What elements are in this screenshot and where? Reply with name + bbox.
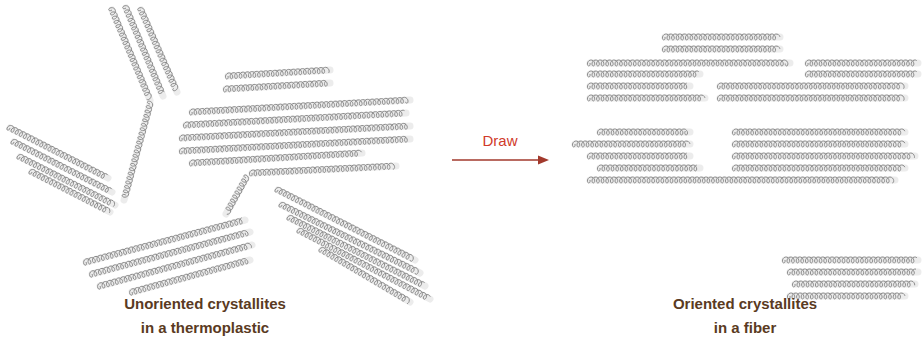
- polymer-chain: [587, 177, 893, 183]
- polymer-chain: [319, 248, 409, 304]
- polymer-chain: [782, 257, 917, 263]
- polymer-chain: [792, 281, 914, 287]
- polymer-chain: [587, 83, 686, 89]
- polymer-chain: [224, 80, 328, 92]
- polymer-chains: [7, 6, 918, 304]
- polymer-chain: [572, 141, 690, 147]
- process-label: Draw: [460, 132, 540, 149]
- polymer-chain: [226, 67, 330, 79]
- polymer-chain: [122, 101, 153, 197]
- figure-caption: Oriented crystallites in a fiber: [668, 292, 822, 340]
- polymer-chain: [587, 95, 705, 101]
- polymer-chain: [287, 216, 425, 287]
- figure-caption: Unoriented crystallites in a thermoplast…: [119, 292, 291, 340]
- draw-arrow-head: [538, 156, 549, 165]
- polymer-chain: [190, 150, 362, 166]
- polymer-chain: [732, 129, 905, 135]
- polymer-chain: [130, 259, 248, 296]
- polymer-chain: [805, 60, 916, 66]
- chain-tube: [192, 100, 410, 112]
- polymer-chain: [7, 126, 108, 179]
- polymer-chain: [29, 170, 110, 213]
- polymer-chain: [587, 153, 686, 159]
- polymer-chain: [297, 229, 430, 300]
- polymer-chain: [226, 175, 248, 214]
- polymer-chain: [717, 83, 904, 89]
- polymer-chain: [805, 71, 916, 77]
- polymer-chain: [138, 8, 178, 91]
- polymer-chain: [732, 165, 905, 171]
- polymer-chain: [250, 163, 395, 176]
- polymer-chain: [787, 269, 916, 275]
- polymer-chain: [587, 71, 698, 77]
- polymer-chain: [662, 46, 780, 52]
- polymer-chain: [17, 155, 115, 207]
- polymer-chain: [732, 153, 914, 159]
- polymer-chain: [587, 60, 788, 66]
- polymer-chain: [717, 95, 904, 101]
- polymer-chain: [662, 34, 780, 40]
- polymer-chain: [597, 165, 696, 171]
- draw-arrow-line: [452, 159, 540, 160]
- polymer-chain: [732, 141, 905, 147]
- polymer-chain: [180, 136, 408, 154]
- polymer-chain: [597, 129, 687, 135]
